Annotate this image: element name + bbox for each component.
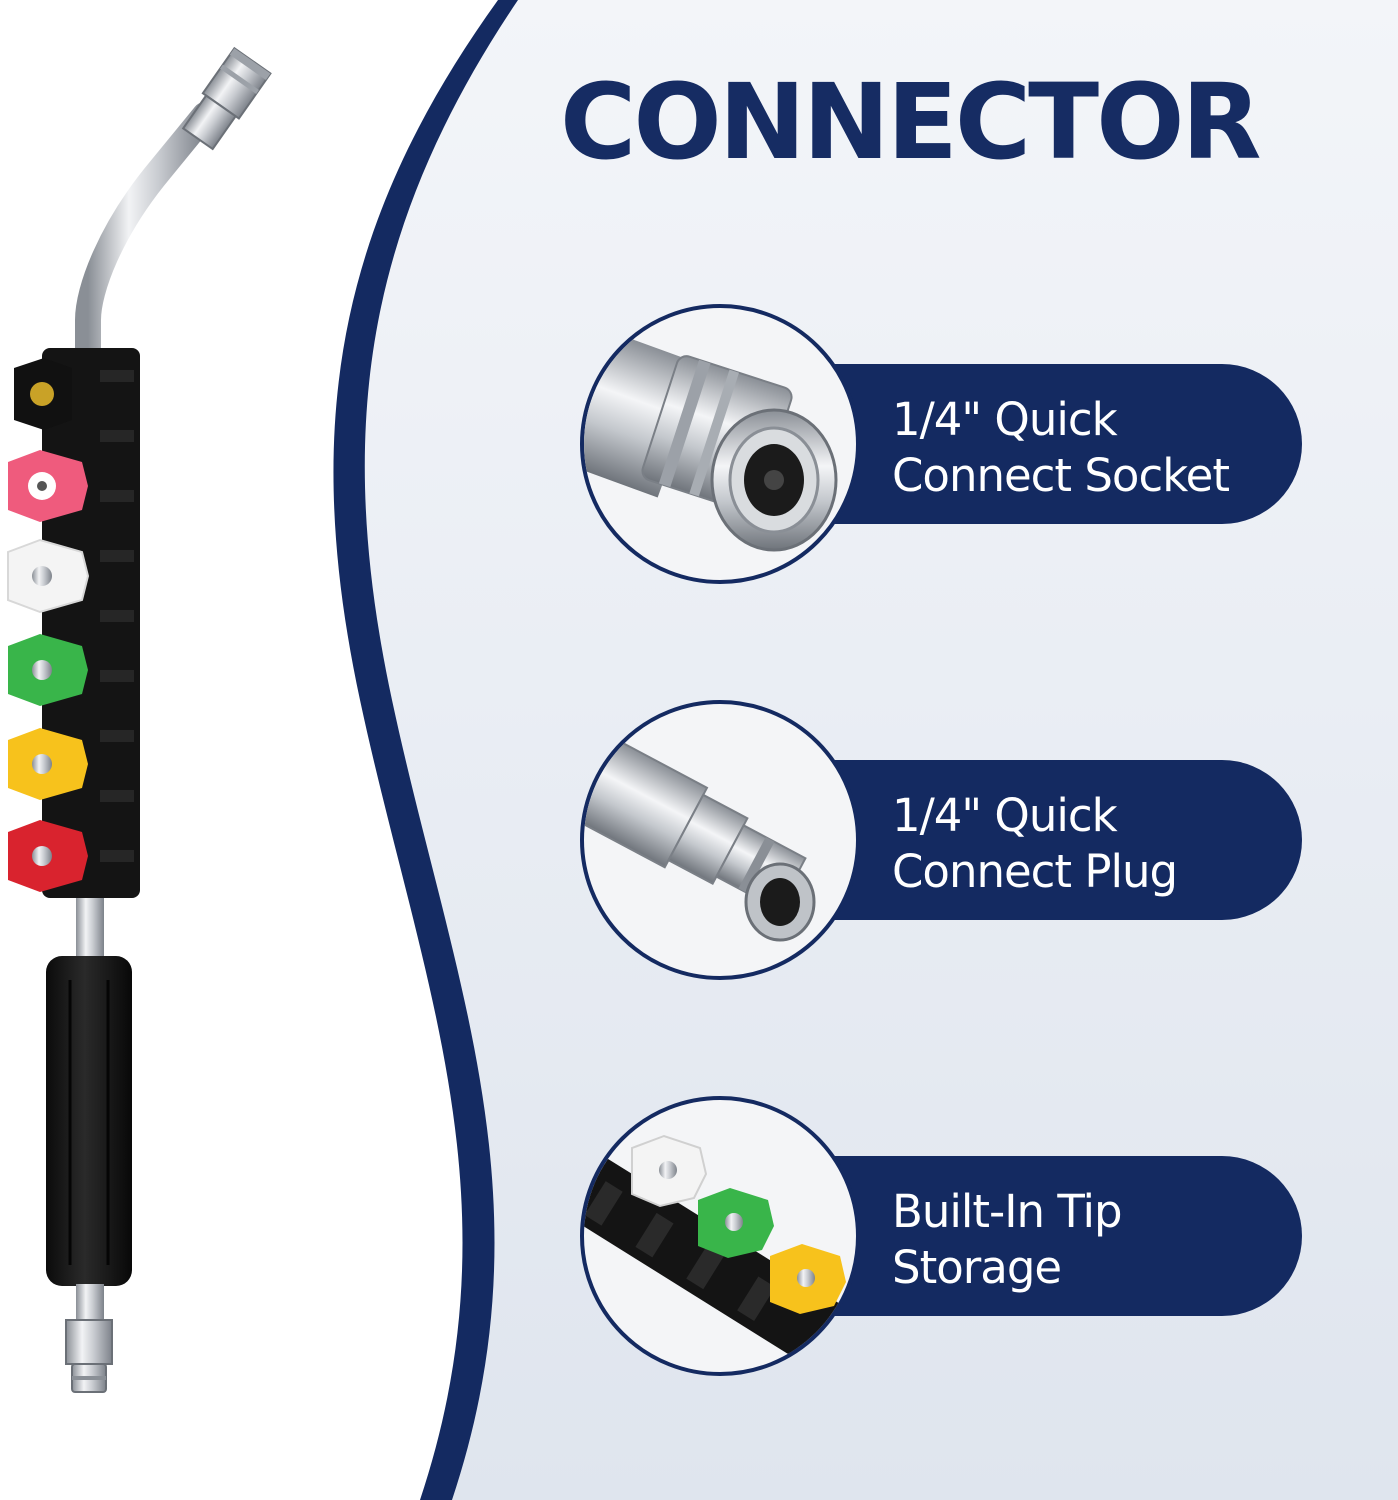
feature-quick-connect-plug: 1/4" Quick Connect Plug [580,700,1310,980]
feature-label: 1/4" Quick Connect Socket [892,392,1312,504]
feature-label-line1: 1/4" Quick [892,393,1118,446]
feature-quick-connect-socket: 1/4" Quick Connect Socket [580,304,1310,584]
nozzle-white [7,538,90,614]
feature-label-line2: Connect Socket [892,449,1230,502]
nozzle-yellow [770,1244,846,1314]
nozzle-black [14,358,72,430]
feature-label-line1: Built-In Tip [892,1185,1123,1238]
nozzle-white [631,1134,708,1208]
feature-label-line2: Connect Plug [892,845,1178,898]
feature-label: 1/4" Quick Connect Plug [892,788,1312,900]
quick-connect-socket-icon [580,304,860,584]
nozzle-yellow [8,728,88,800]
feature-label: Built-In Tip Storage [892,1184,1312,1296]
feature-label-line2: Storage [892,1241,1062,1294]
nozzle-green [8,634,88,706]
feature-label-line1: 1/4" Quick [892,789,1118,842]
top-socket-coupler [181,46,272,151]
tip-storage-icon [580,1096,860,1376]
nozzle-red [8,820,88,892]
page-title: CONNECTOR [560,61,1262,183]
nozzle-green [698,1188,774,1258]
feature-built-in-tip-storage: Built-In Tip Storage [580,1096,1310,1376]
nozzle-pink [8,450,88,522]
quick-connect-plug-icon [580,700,860,980]
pressure-washer-wand [7,46,272,1393]
